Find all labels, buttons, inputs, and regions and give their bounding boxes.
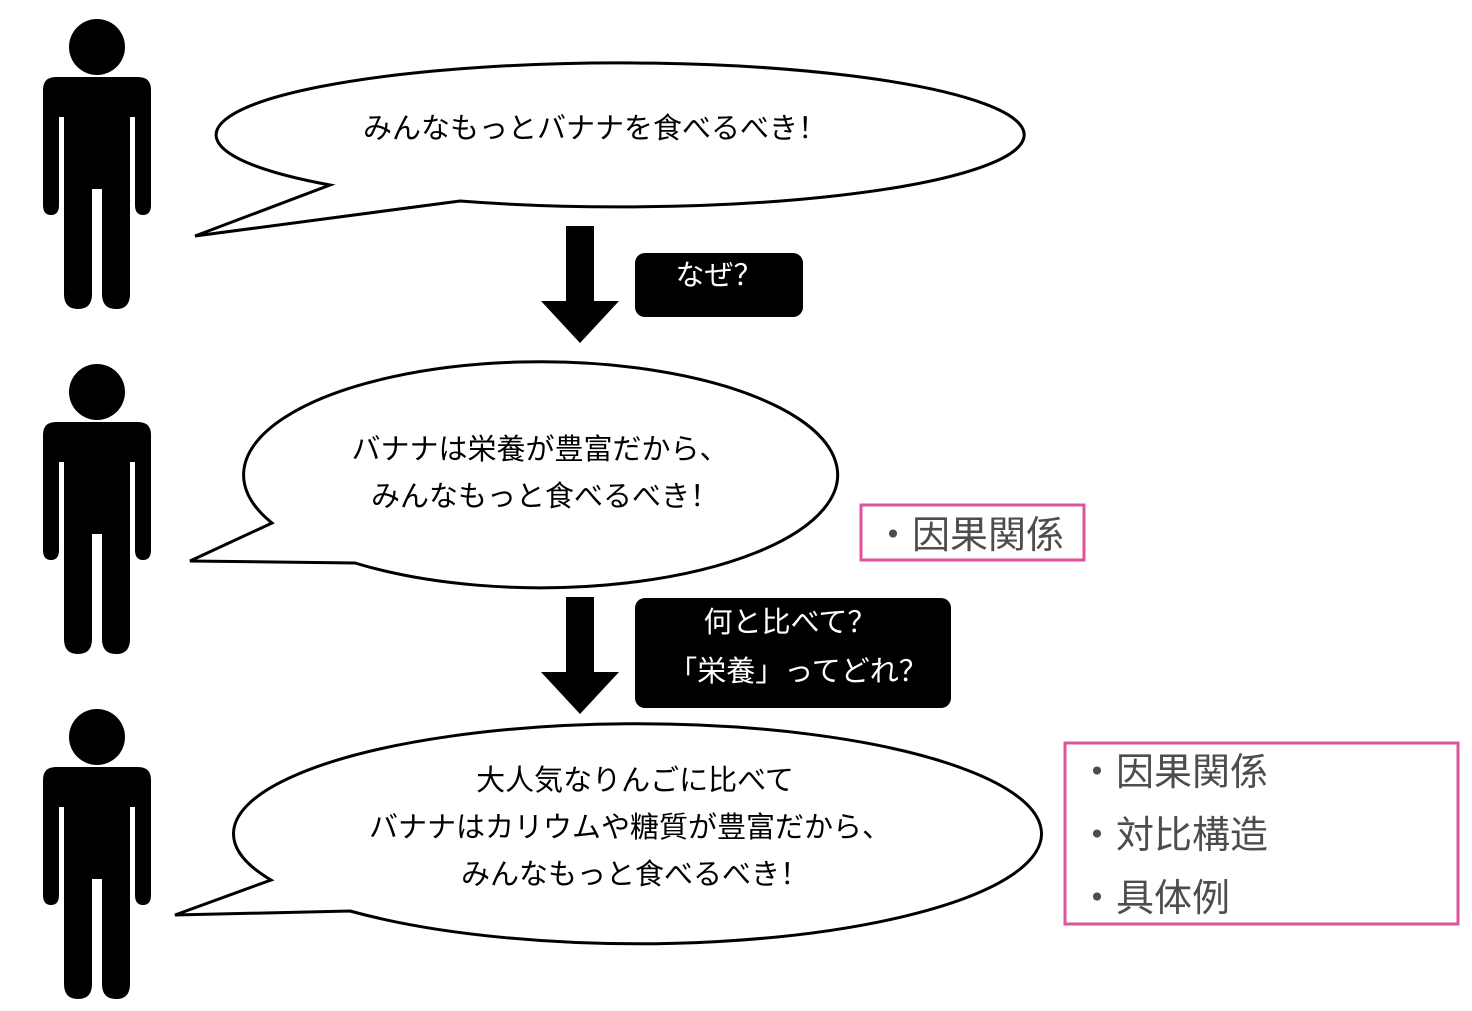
question-box-2: 何と比べて？ 「栄養」ってどれ？ xyxy=(635,598,951,708)
bubble-3-line-1: 大人気なりんごに比べて xyxy=(476,763,794,797)
bubble-3-line-2: バナナはカリウムや糖質が豊富だから、 xyxy=(369,810,891,844)
label-2-item-2: ・対比構造 xyxy=(1078,813,1268,857)
down-arrow-icon-2 xyxy=(541,597,619,714)
speech-bubble-2: バナナは栄養が豊富だから、 みんなもっと食べるべき！ xyxy=(189,360,840,590)
speech-bubble-3: 大人気なりんごに比べて バナナはカリウムや糖質が豊富だから、 みんなもっと食べる… xyxy=(174,722,1043,946)
question-box-1: なぜ？ xyxy=(635,253,803,317)
person-icon-3 xyxy=(43,709,151,999)
label-box-1: ・因果関係 xyxy=(859,503,1086,562)
label-2-item-3: ・具体例 xyxy=(1078,876,1230,920)
bubble-2-line-1: バナナは栄養が豊富だから、 xyxy=(351,432,728,466)
bubble-2-line-2: みんなもっと食べるべき！ xyxy=(371,479,719,513)
question-1-line-1: なぜ？ xyxy=(675,258,762,292)
person-icon-1 xyxy=(43,19,151,309)
person-icon-2 xyxy=(43,364,151,654)
down-arrow-icon-1 xyxy=(541,226,619,343)
speech-bubble-1: みんなもっとバナナを食べるべき！ xyxy=(194,61,1026,238)
question-2-line-2: 「栄養」ってどれ？ xyxy=(668,654,928,688)
bubble-3-line-3: みんなもっと食べるべき！ xyxy=(461,857,809,891)
bubble-1-line-1: みんなもっとバナナを食べるべき！ xyxy=(363,111,827,145)
label-1-item-1: ・因果関係 xyxy=(874,513,1064,557)
label-box-2: ・因果関係 ・対比構造 ・具体例 xyxy=(1063,741,1460,926)
label-2-item-1: ・因果関係 xyxy=(1078,750,1268,794)
question-2-line-1: 何と比べて？ xyxy=(704,605,877,639)
